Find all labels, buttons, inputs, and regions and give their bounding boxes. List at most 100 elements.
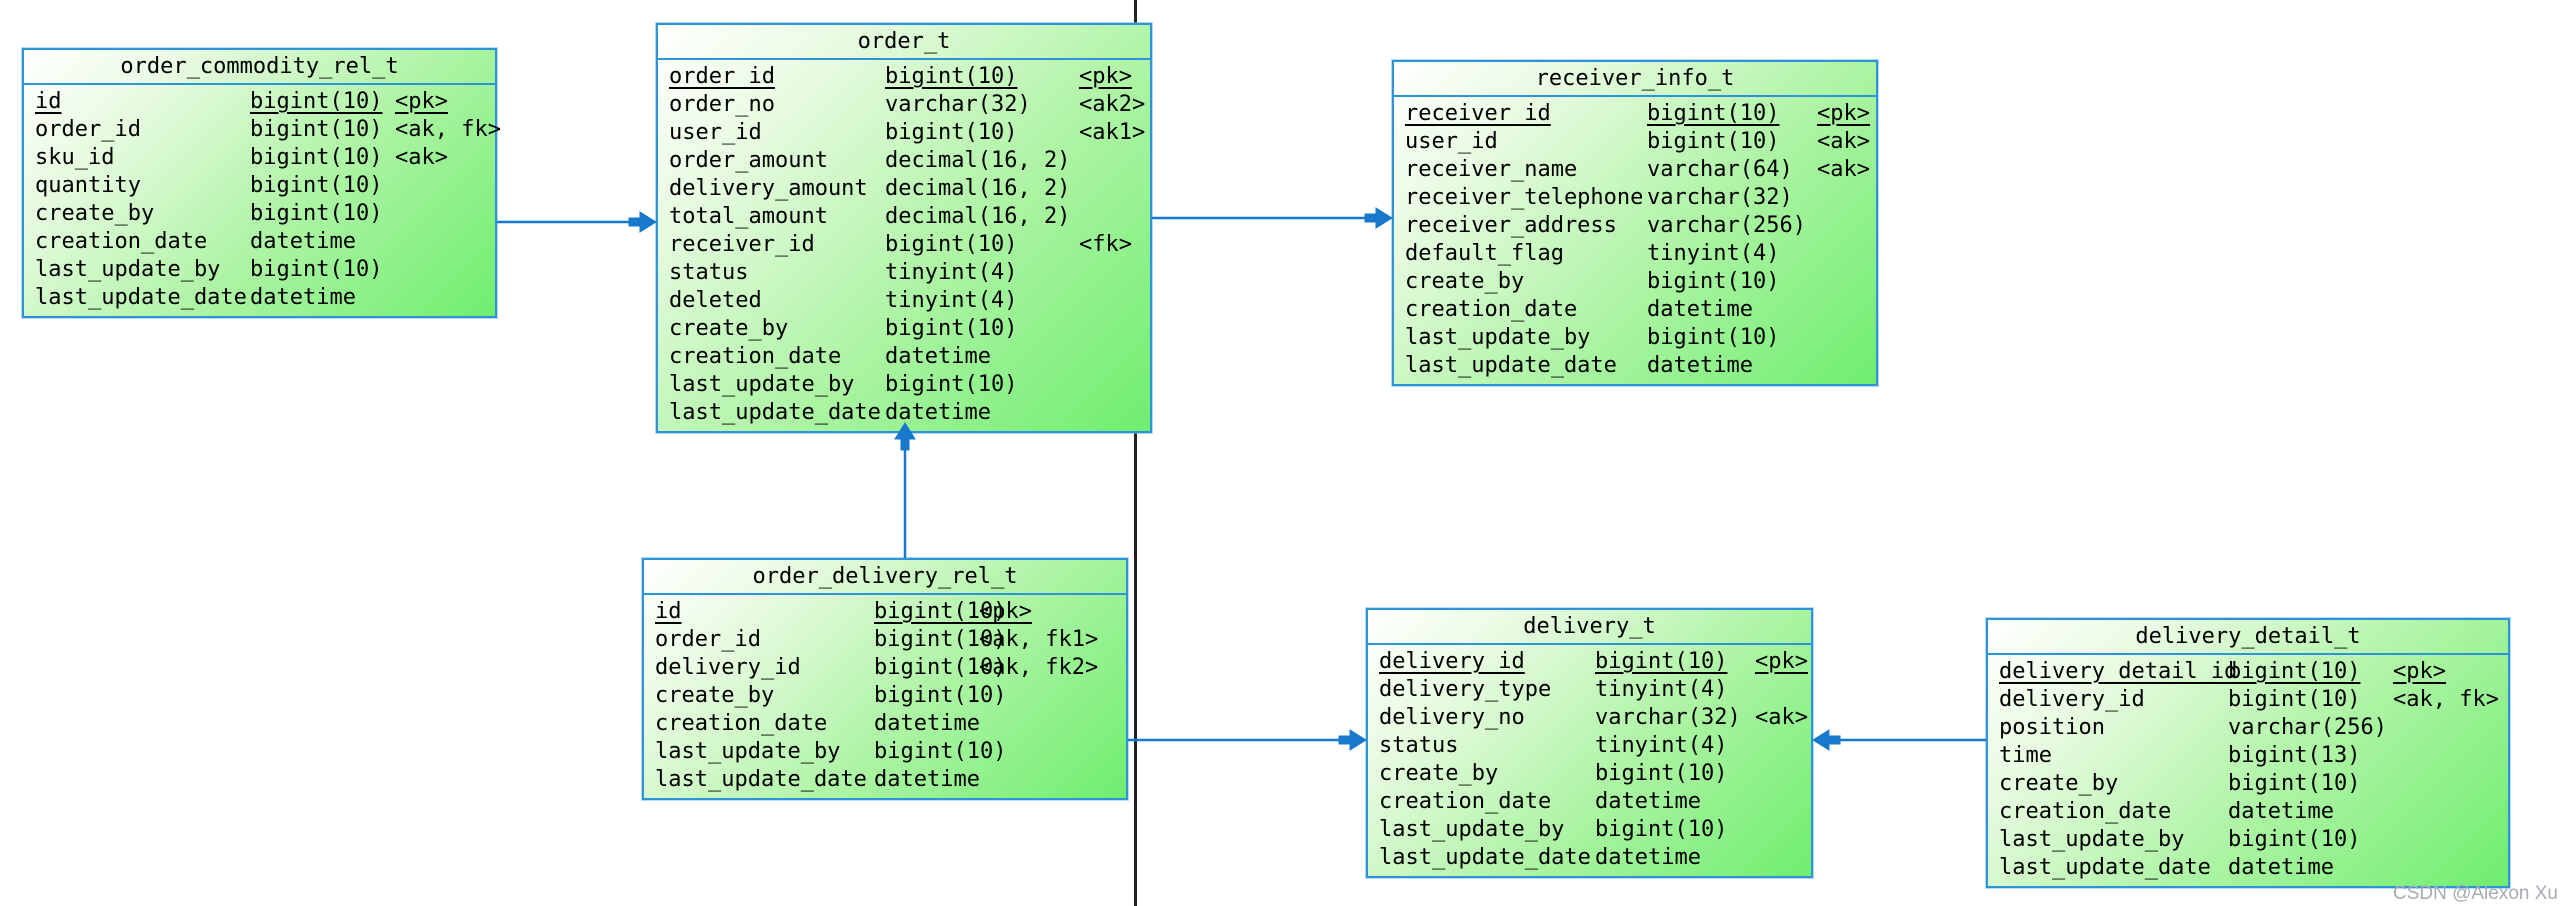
- column-name: order_id: [669, 64, 775, 89]
- column-keys: <ak>: [1755, 705, 1808, 730]
- column-keys: <pk>: [1079, 64, 1132, 89]
- column-name: last_update_by: [1999, 827, 2185, 852]
- column-name: user_id: [1405, 129, 1498, 154]
- column-name: time: [1999, 743, 2052, 768]
- relation-arrow-order-to-receiver-info[interactable]: [1152, 207, 1393, 229]
- column-name: position: [1999, 715, 2105, 740]
- column-name: id: [35, 89, 62, 114]
- table-columns: id bigint(10) <pk> order_id bigint(10) <ak, f…: [644, 595, 1126, 798]
- column-type: datetime: [874, 711, 980, 736]
- column-type: decimal(16, 2): [885, 148, 1071, 173]
- column-name: order_id: [655, 627, 761, 652]
- table-title: order_commodity_rel_t: [24, 50, 495, 85]
- column-type: bigint(10): [885, 64, 1018, 89]
- column-type: bigint(10): [2228, 659, 2361, 684]
- table-title: delivery_t: [1368, 610, 1811, 645]
- column-type: varchar(32): [885, 92, 1031, 117]
- arrowhead-right-icon: [1364, 207, 1393, 229]
- column-keys: <ak, fk2>: [979, 655, 1099, 680]
- column-type: varchar(32): [1647, 185, 1793, 210]
- column-type: bigint(10): [874, 739, 1007, 764]
- column-name: creation_date: [1379, 789, 1552, 814]
- column-type: varchar(256): [2228, 715, 2387, 740]
- column-name: delivery_id: [655, 655, 801, 680]
- column-keys: <pk>: [395, 89, 448, 114]
- column-type: datetime: [1647, 297, 1753, 322]
- column-type: bigint(10): [2228, 687, 2361, 712]
- column-type: datetime: [2228, 799, 2334, 824]
- column-name: sku_id: [35, 145, 115, 170]
- column-type: bigint(10): [250, 173, 383, 198]
- column-name: default_flag: [1405, 241, 1564, 266]
- column-type: bigint(10): [1595, 649, 1728, 674]
- column-type: bigint(10): [1647, 325, 1780, 350]
- column-type: bigint(10): [885, 120, 1018, 145]
- arrowhead-up-icon: [894, 422, 916, 451]
- column-keys: <ak>: [1817, 129, 1870, 154]
- column-name: last_update_by: [655, 739, 841, 764]
- column-keys: <pk>: [2393, 659, 2446, 684]
- column-keys: <ak1>: [1079, 120, 1146, 145]
- column-name: order_no: [669, 92, 775, 117]
- arrowhead-right-icon: [1338, 729, 1367, 751]
- column-keys: <pk>: [979, 599, 1032, 624]
- column-type: tinyint(4): [885, 260, 1018, 285]
- relation-arrow-order-commodity-rel-to-order[interactable]: [497, 211, 657, 233]
- column-name: create_by: [669, 316, 789, 341]
- column-name: last_update_date: [1379, 845, 1591, 870]
- relation-arrow-order-delivery-rel-to-order[interactable]: [894, 422, 916, 558]
- column-keys: <ak, fk>: [2393, 687, 2499, 712]
- column-keys: <ak, fk1>: [979, 627, 1099, 652]
- column-name: delivery_type: [1379, 677, 1552, 702]
- page-boundary-line: [1134, 0, 1137, 906]
- column-type: bigint(10): [874, 683, 1007, 708]
- column-type: bigint(10): [2228, 827, 2361, 852]
- column-type: bigint(10): [250, 117, 383, 142]
- column-name: last_update_date: [655, 767, 867, 792]
- column-type: bigint(10): [885, 232, 1018, 257]
- column-name: receiver_id: [1405, 101, 1551, 126]
- relation-arrow-order-delivery-rel-to-delivery[interactable]: [1128, 729, 1367, 751]
- column-name: id: [655, 599, 682, 624]
- relation-arrow-delivery-detail-to-delivery[interactable]: [1812, 729, 1986, 751]
- column-name: last_update_by: [35, 257, 221, 282]
- arrowhead-left-icon: [1812, 729, 1841, 751]
- column-type: datetime: [250, 285, 356, 310]
- column-type: bigint(13): [2228, 743, 2361, 768]
- column-name: delivery_detail_id: [1999, 659, 2238, 684]
- column-type: tinyint(4): [885, 288, 1018, 313]
- column-name: last_update_by: [1405, 325, 1591, 350]
